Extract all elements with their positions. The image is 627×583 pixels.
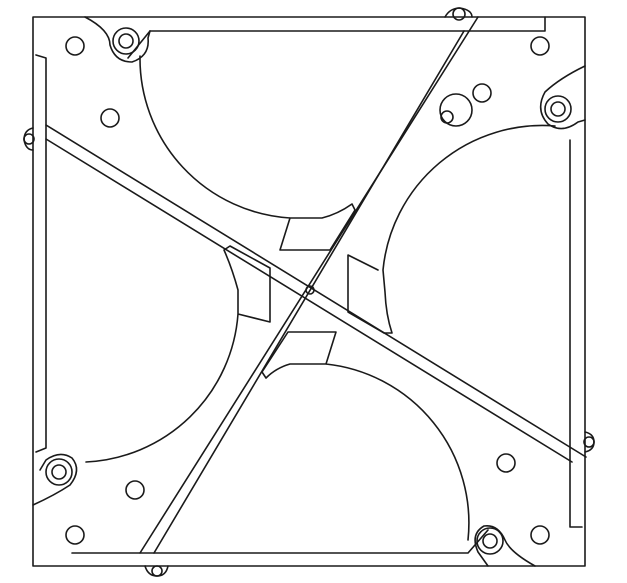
boss-left <box>23 127 34 151</box>
boss-right <box>539 65 586 130</box>
mount-hole-bottom-left-outer <box>45 458 73 486</box>
cutout-bottom <box>261 331 470 541</box>
mount-hole-right-outer <box>544 95 572 123</box>
boss-bottom <box>144 565 169 577</box>
mount-hole-bottom-left-inner <box>51 464 67 480</box>
hole-tr-large-inner <box>440 110 454 124</box>
mount-hole-top-left-inner <box>118 33 134 49</box>
diagonal-web-b1 <box>139 16 479 554</box>
mount-hole-top-left-outer <box>112 27 140 55</box>
hole-bl-1 <box>125 480 145 500</box>
rail-left <box>35 54 47 453</box>
mount-hole-bottom-tab <box>151 565 163 577</box>
rail-bottom <box>71 529 489 554</box>
boss-top-right <box>444 7 473 18</box>
diagonal-web-a2 <box>45 138 573 463</box>
hole-br-2 <box>530 525 550 545</box>
cutout-right <box>347 124 556 334</box>
diagonal-web-b2 <box>153 30 465 554</box>
cutout-top-left <box>139 55 356 251</box>
boss-right-lower <box>584 431 595 453</box>
mount-hole-left-tab <box>23 133 35 145</box>
mount-hole-top-right-tab <box>452 7 466 21</box>
mount-hole-bottom-right-inner <box>482 533 498 549</box>
mount-hole-right-inner <box>550 101 566 117</box>
hole-tl-2 <box>100 108 120 128</box>
rail-right <box>569 139 583 528</box>
center-mark <box>305 285 315 295</box>
diagonal-web-a1 <box>45 124 587 458</box>
rail-top <box>149 16 546 32</box>
hole-tl-1 <box>65 36 85 56</box>
outer-frame <box>32 16 586 567</box>
mount-hole-bottom-right-outer <box>476 527 504 555</box>
hole-bl-2 <box>65 525 85 545</box>
boss-bottom-right <box>474 524 536 567</box>
cutout-left <box>85 245 271 463</box>
hole-tr-2 <box>472 83 492 103</box>
hole-br-1 <box>496 453 516 473</box>
hole-tr-1 <box>530 36 550 56</box>
mount-hole-right-lower-tab <box>583 436 595 448</box>
hole-tr-large <box>439 93 473 127</box>
boss-bottom-left <box>32 453 78 506</box>
boss-top-left <box>84 16 151 63</box>
